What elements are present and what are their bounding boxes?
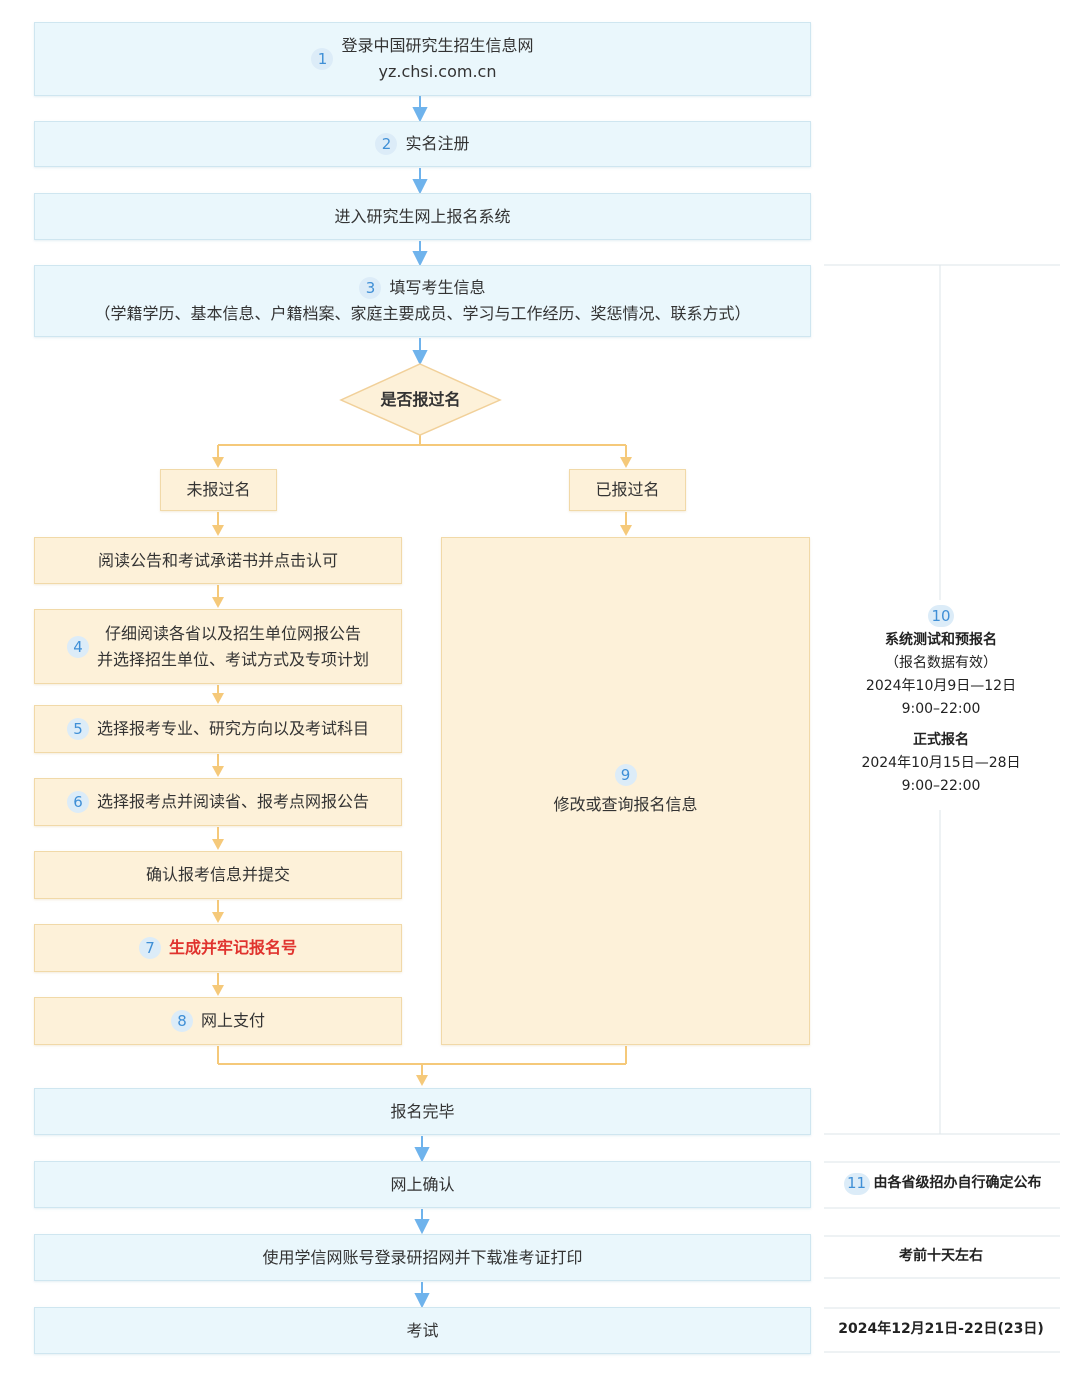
step-complete: 报名完毕 [34, 1088, 811, 1135]
step-exam: 考试 [34, 1307, 811, 1354]
step-read-notice-title: 阅读公告和考试承诺书并点击认可 [97, 550, 338, 570]
step-online-payment: 8 网上支付 [34, 997, 402, 1045]
schedule-pre-time: 9:00–22:00 [901, 701, 981, 717]
schedule-print-time: 考前十天左右 [899, 1248, 983, 1264]
step-fill-info-detail: （学籍学历、基本信息、户籍档案、家庭主要成员、学习与工作经历、奖惩情况、联系方式… [94, 304, 751, 323]
step-login: 1 登录中国研究生招生信息网 yz.chsi.com.cn [34, 22, 811, 96]
step-confirm-submit-title: 确认报考信息并提交 [145, 865, 290, 884]
step-select-unit-line1: 仔细阅读各省以及招生单位网报公告 [104, 623, 361, 643]
step-registration-number: 7 生成并牢记报名号 [34, 924, 402, 972]
branch-not-registered: 未报过名 [160, 469, 277, 511]
branch-registered-label: 已报过名 [595, 480, 660, 499]
step-online-payment-title: 网上支付 [200, 1011, 265, 1030]
schedule-confirm: 11 由各省级招办自行确定公布 [830, 1172, 1055, 1195]
step-number-badge: 5 [66, 718, 89, 740]
step-number-badge: 8 [170, 1010, 193, 1032]
branch-registered: 已报过名 [569, 469, 686, 511]
step-number-badge: 11 [843, 1172, 870, 1195]
step-select-unit: 4 仔细阅读各省以及招生单位网报公告 并选择招生单位、考试方式及专项计划 [34, 609, 402, 684]
decision-registered: 是否报过名 [341, 385, 500, 415]
step-login-title: 登录中国研究生招生信息网 [341, 36, 534, 55]
step-select-site: 6 选择报考点并阅读省、报考点网报公告 [34, 778, 402, 826]
step-fill-info: 3 填写考生信息 （学籍学历、基本信息、户籍档案、家庭主要成员、学习与工作经历、… [34, 265, 811, 337]
step-print-ticket: 使用学信网账号登录研招网并下载准考证打印 [34, 1234, 811, 1281]
step-register: 2 实名注册 [34, 121, 811, 167]
step-enter-system: 进入研究生网上报名系统 [34, 193, 811, 240]
step-modify-query-title: 修改或查询报名信息 [553, 795, 698, 814]
schedule-formal-time: 9:00–22:00 [901, 778, 981, 794]
schedule-exam-date: 2024年12月21日-22日(23日) [838, 1321, 1044, 1337]
step-enter-system-title: 进入研究生网上报名系统 [334, 206, 511, 226]
step-number-badge: 6 [66, 791, 89, 813]
step-number-badge: 7 [138, 937, 161, 959]
step-online-confirm-title: 网上确认 [390, 1174, 455, 1194]
step-exam-title: 考试 [406, 1320, 439, 1340]
step-number-badge: 3 [359, 277, 382, 299]
schedule-formal-date: 2024年10月15日—28日 [861, 755, 1021, 771]
step-login-url: yz.chsi.com.cn [378, 62, 497, 81]
step-register-title: 实名注册 [405, 134, 470, 153]
step-fill-info-title: 填写考生信息 [389, 278, 486, 297]
step-number-badge: 1 [311, 48, 334, 70]
step-number-badge: 4 [66, 635, 89, 658]
schedule-pre-note: （报名数据有效） [885, 655, 997, 671]
step-number-badge: 10 [928, 605, 954, 627]
schedule-confirm-text: 由各省级招办自行确定公布 [873, 1175, 1042, 1191]
step-confirm-submit: 确认报考信息并提交 [34, 851, 402, 899]
step-number-badge: 2 [375, 133, 398, 155]
step-modify-query: 9 修改或查询报名信息 [441, 537, 810, 1045]
step-select-major: 5 选择报考专业、研究方向以及考试科目 [34, 705, 402, 753]
step-number-badge: 9 [614, 764, 637, 786]
step-print-ticket-title: 使用学信网账号登录研招网并下载准考证打印 [262, 1247, 583, 1267]
branch-not-registered-label: 未报过名 [186, 480, 251, 499]
step-select-major-title: 选择报考专业、研究方向以及考试科目 [96, 719, 369, 738]
step-select-site-title: 选择报考点并阅读省、报考点网报公告 [96, 792, 369, 811]
schedule-pre-title: 系统测试和预报名 [885, 632, 997, 648]
schedule-pre-date: 2024年10月9日—12日 [865, 678, 1017, 694]
decision-label: 是否报过名 [380, 390, 461, 409]
schedule-formal-title: 正式报名 [913, 732, 969, 748]
step-online-confirm: 网上确认 [34, 1161, 811, 1208]
schedule-registration: 10 系统测试和预报名 （报名数据有效） 2024年10月9日—12日 9:00… [830, 605, 1052, 798]
step-select-unit-line2: 并选择招生单位、考试方式及专项计划 [96, 649, 369, 669]
step-registration-number-title: 生成并牢记报名号 [168, 938, 297, 957]
step-complete-title: 报名完毕 [390, 1101, 455, 1121]
step-read-notice: 阅读公告和考试承诺书并点击认可 [34, 537, 402, 584]
